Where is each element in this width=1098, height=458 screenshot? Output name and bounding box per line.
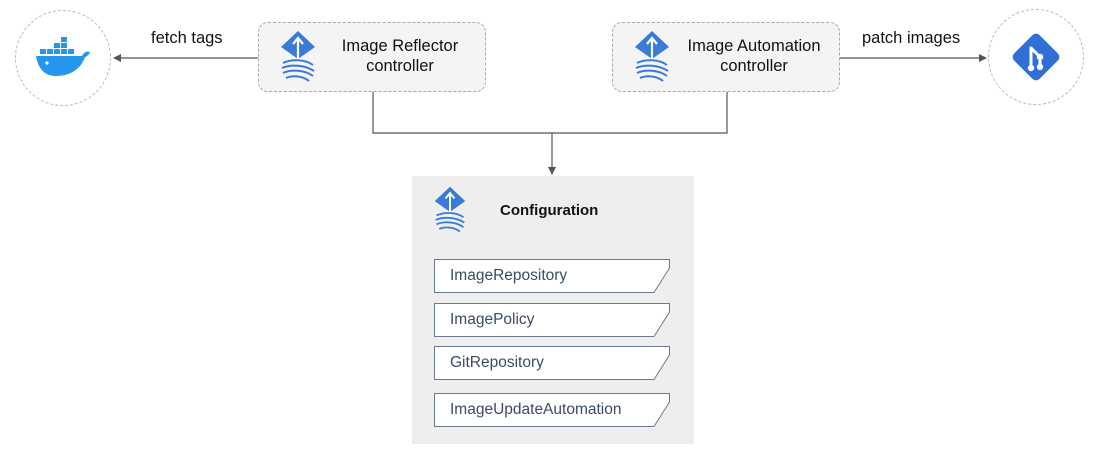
automation-title-line1: Image Automation (687, 37, 821, 55)
resource-card-shape (434, 346, 670, 380)
git-repository-node (988, 9, 1084, 105)
resource-label: GitRepository (450, 354, 544, 371)
image-automation-controller: Image Automation controller (612, 22, 840, 92)
image-reflector-controller: Image Reflector controller (258, 22, 486, 92)
resource-label: ImageUpdateAutomation (450, 401, 622, 418)
fetch-tags-label: fetch tags (151, 29, 223, 47)
resource-card-shape (434, 259, 670, 293)
resource-git-repository: GitRepository (434, 346, 670, 380)
resource-label: ImagePolicy (450, 311, 535, 328)
flux-logo-icon (434, 186, 466, 233)
resource-image-repository: ImageRepository (434, 259, 670, 293)
configuration-panel: Configuration ImageRepository ImagePolic… (412, 176, 694, 444)
patch-images-label: patch images (862, 29, 961, 47)
reflector-title-line2: controller (366, 57, 434, 75)
resource-card-shape (434, 303, 670, 337)
flux-logo-icon (635, 31, 669, 82)
resource-label: ImageRepository (450, 267, 568, 284)
configuration-title: Configuration (500, 202, 599, 219)
reflector-to-config-line (372, 92, 728, 134)
docker-whale-icon (36, 37, 90, 76)
automation-title-line2: controller (720, 57, 788, 75)
git-logo-icon (1012, 33, 1060, 81)
resource-image-policy: ImagePolicy (434, 303, 670, 337)
flux-logo-icon (281, 31, 315, 82)
reflector-title-line1: Image Reflector (341, 37, 459, 55)
resource-image-update-automation: ImageUpdateAutomation (434, 393, 670, 427)
resource-card-shape (434, 393, 670, 427)
container-registry-node (15, 10, 111, 106)
